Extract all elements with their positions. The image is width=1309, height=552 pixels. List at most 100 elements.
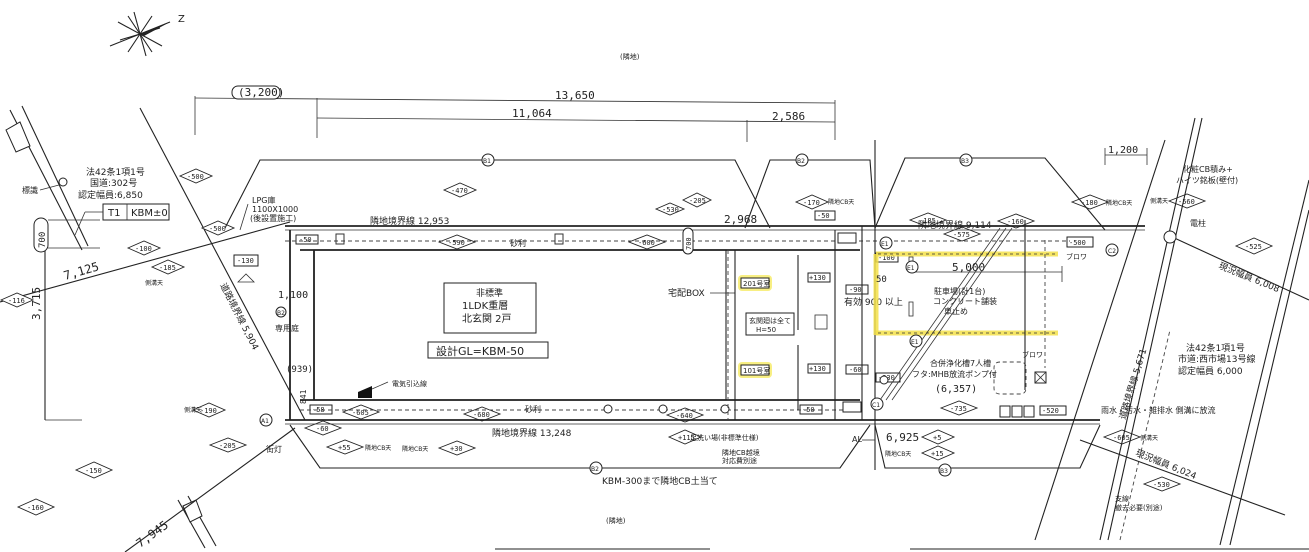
svg-text:B2: B2 [797,158,805,165]
svg-text:LPG庫: LPG庫 [252,195,275,205]
svg-text:-185: -185 [919,217,936,225]
svg-text:現況幅員 6,024: 現況幅員 6,024 [1134,447,1199,482]
svg-text:電気引込線: 電気引込線 [392,379,427,388]
svg-text:-525: -525 [1245,243,1262,251]
svg-text:撤去必要(別途): 撤去必要(別途) [1115,503,1163,512]
svg-text:隣地CB天: 隣地CB天 [1106,199,1132,207]
svg-text:合併浄化槽7人槽: 合併浄化槽7人槽 [930,358,991,368]
svg-text:-680: -680 [473,411,490,419]
svg-text:法42条1項1号: 法42条1項1号 [86,166,145,178]
svg-text:-160: -160 [27,504,44,512]
svg-text:-150: -150 [85,467,102,475]
svg-text:1,100: 1,100 [278,290,308,301]
svg-text:-205: -205 [689,197,706,205]
compass-rose-icon: Z [109,11,185,57]
boundary-top-label: 隣地境界線 12,953 [370,215,449,227]
svg-text:-180: -180 [1081,199,1098,207]
svg-text:-50: -50 [299,236,312,244]
benchmark-label: T1 [107,208,120,219]
left-annotations: LPG庫 1100X1000 (後設置施工) 1,100 B2 専用庭 (939… [145,195,1168,487]
neighbor-label-bottom: (隣地) [606,516,626,525]
svg-text:+130: +130 [809,274,826,282]
benchmark-value: KBM±0 [131,208,168,219]
left-road: 7,125 3,715 7,945 道路境界線 5,904 [0,105,306,552]
svg-text:B2: B2 [277,310,285,317]
svg-text:B3: B3 [961,158,969,165]
svg-text:(6,357): (6,357) [935,384,977,395]
utility-pole-label: 電柱 [1190,218,1206,228]
setback-lines: B1 B2 B3 B2 B3 [224,153,1106,477]
svg-text:+55: +55 [338,444,351,452]
kbm-note: KBM-300まで隣地CB土当て [602,475,718,487]
svg-text:-60: -60 [849,366,862,374]
svg-text:-470: -470 [451,187,468,195]
stair-area: 201号室 101号室 玄関廻は全て H=50 有効 900 以上 AL 足洗い… [682,227,903,465]
svg-text:砂利: 砂利 [510,238,526,248]
design-gl: 設計GL=KBM-50 [436,344,524,358]
svg-text:ブロワ: ブロワ [1066,252,1087,261]
svg-text:+115: +115 [678,434,695,442]
svg-text:50: 50 [876,275,887,285]
dim-13650: 13,650 [555,89,595,102]
dim-3715: 3,715 [30,287,43,320]
svg-text:隣地境界線 9,114: 隣地境界線 9,114 [918,219,992,231]
svg-text:B1: B1 [483,158,491,165]
svg-text:車止め: 車止め [944,306,968,316]
svg-text:-205: -205 [219,442,236,450]
dim-11064: 11,064 [512,107,552,120]
parking-length: 5,000 [952,261,985,274]
svg-text:+30: +30 [450,445,463,453]
property-boundary: 隣地境界線 12,953 2,968 隣地境界線 9,114 隣地境界線 13,… [285,140,1145,470]
unit-201-label: 201号室 [743,279,770,288]
top-dimensions: (3,200) 13,650 11,064 2,586 [194,85,836,142]
neighbor-label-top: (隣地) [620,52,640,61]
svg-text:砂利: 砂利 [525,404,541,414]
svg-text:側溝天: 側溝天 [1140,434,1158,442]
svg-text:-500: -500 [1069,239,1086,247]
svg-text:(後設置施工): (後設置施工) [250,213,296,223]
road-info-left: 法42条1項1号 国道:302号 認定幅員:6,850 標識 T1 KBM±0 … [22,166,170,253]
svg-text:ハイツ銘板(壁付): ハイツ銘板(壁付) [1176,175,1238,185]
building-title-3: 北玄関 2戸 [462,312,512,325]
svg-text:+15: +15 [931,450,944,458]
svg-text:A1: A1 [261,418,269,425]
svg-text:-530: -530 [1153,481,1170,489]
svg-text:-640: -640 [676,412,693,420]
svg-text:側溝天: 側溝天 [145,279,163,287]
svg-text:市道:西市場13号線: 市道:西市場13号線 [1178,353,1256,365]
svg-text:B2: B2 [591,466,599,473]
svg-text:側溝天: 側溝天 [184,406,202,414]
svg-text:841: 841 [299,389,308,404]
dim-1200: 1,200 [1108,145,1138,156]
svg-text:コンクリート舗装: コンクリート舗装 [933,296,997,306]
svg-text:認定幅員:6,850: 認定幅員:6,850 [78,189,143,201]
svg-text:-605: -605 [352,409,369,417]
svg-text:700: 700 [685,237,693,250]
building-title-1: 非標準 [476,287,503,299]
level-tags: -50 -130 -50 +130 +130 -90 -60 -58 -50 -… [233,210,1094,416]
svg-text:C1: C1 [872,402,880,409]
svg-text:駐車場(計1台): 駐車場(計1台) [934,286,985,296]
svg-text:E1: E1 [911,339,919,346]
svg-text:隣地CB天: 隣地CB天 [828,198,854,206]
svg-text:対応費別途: 対応費別途 [722,456,757,465]
svg-text:国道:302号: 国道:302号 [90,177,137,189]
svg-text:化粧CB積み+: 化粧CB積み+ [1183,164,1233,174]
svg-text:-590: -590 [448,239,465,247]
svg-text:(939): (939) [286,365,313,375]
svg-text:ブロワ: ブロワ [1022,350,1043,359]
svg-text:-90: -90 [849,286,862,294]
svg-text:隣地境界線 13,248: 隣地境界線 13,248 [492,427,572,439]
svg-text:-100: -100 [135,245,152,253]
svg-text:-185: -185 [159,264,176,272]
svg-text:雨水・汚水・雑排水 側溝に放流: 雨水・汚水・雑排水 側溝に放流 [1101,405,1216,415]
dim-7945: 7,945 [134,518,171,551]
north-label: Z [178,14,185,25]
building-title-2: 1LDK重層 [462,299,508,312]
dim-3200: (3,200) [238,86,284,99]
svg-text:隣地CB天: 隣地CB天 [885,450,911,458]
svg-text:C2: C2 [1108,248,1116,255]
svg-text:隣地CB越境: 隣地CB越境 [722,448,760,457]
svg-text:街灯: 街灯 [266,444,282,454]
